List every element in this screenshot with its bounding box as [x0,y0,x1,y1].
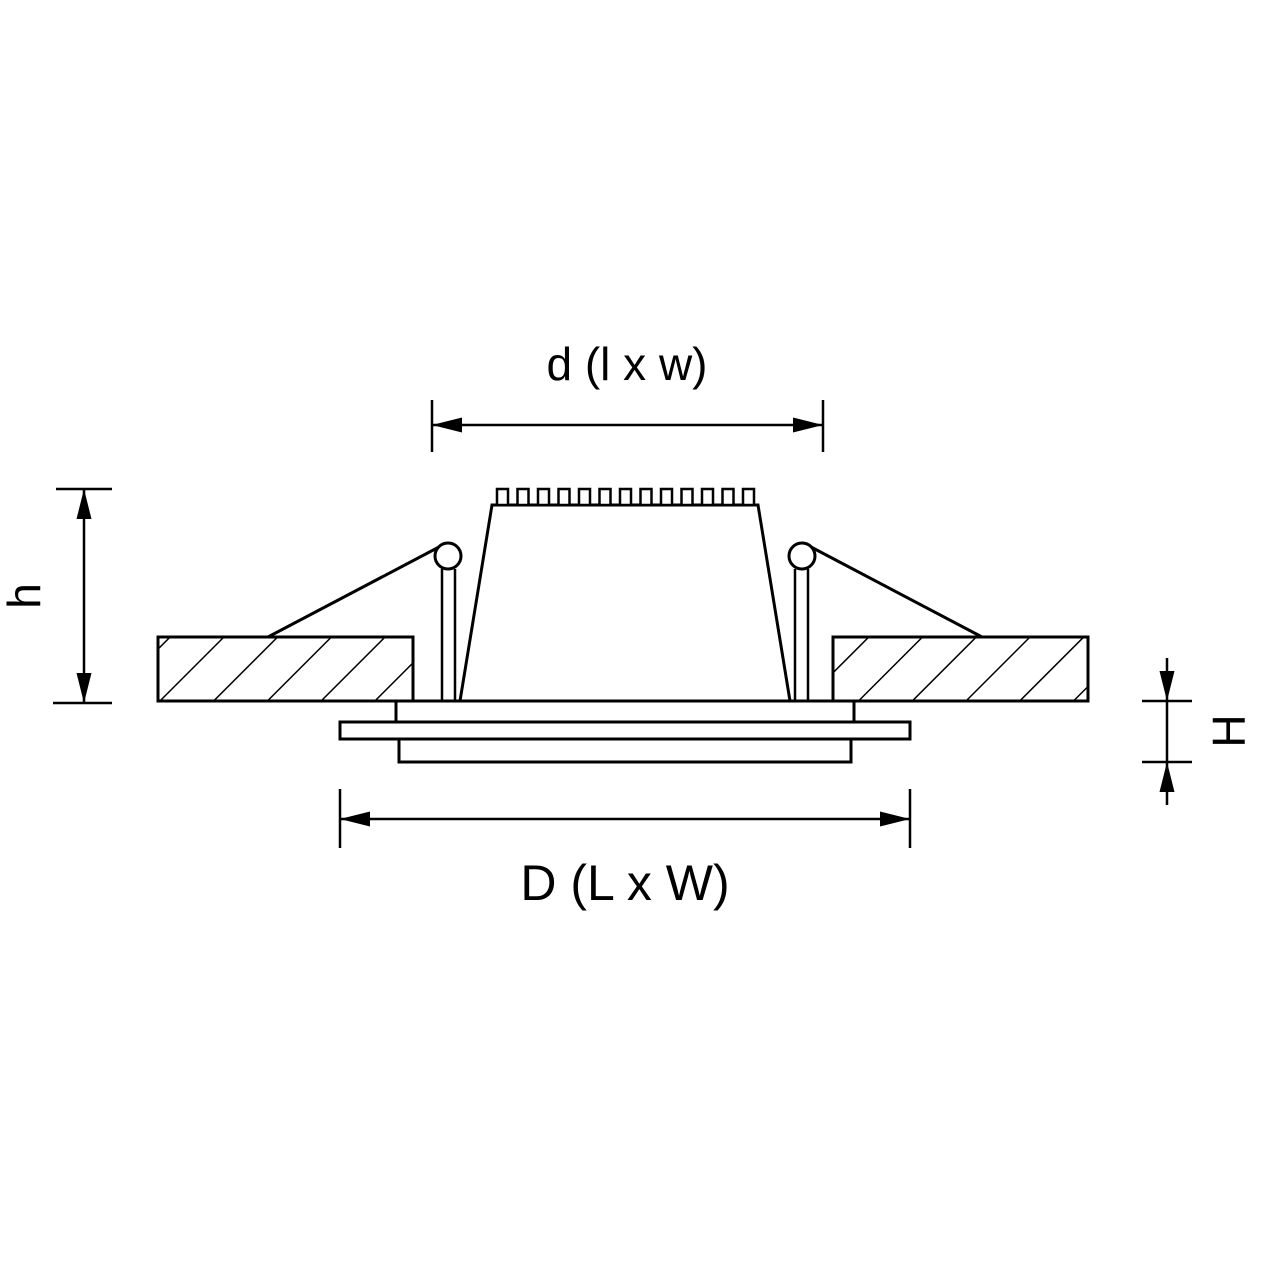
fin [700,487,715,507]
spring-arm-right [810,545,983,639]
fin [536,487,551,507]
dimension-h: h [0,487,112,705]
housing-trapezoid [458,503,792,703]
fin [598,487,612,507]
arrowhead-up [76,489,92,519]
clip-pivot-right [787,541,817,571]
dim-label-D: D (L x W) [520,855,729,911]
arrowhead-down [76,673,92,703]
clip-post-left [440,569,457,701]
fin [639,487,653,507]
spring-arm-left [267,545,440,639]
ceiling-panel-right [831,635,1090,703]
arrowhead-left [340,811,370,827]
fin [577,487,592,507]
clip-pivot-left [433,541,463,571]
ceiling-panel-left [156,635,415,703]
trim-flange [338,699,912,764]
ceiling-hatch-right [831,635,1090,703]
arrowhead-right [793,417,823,433]
fin [557,487,571,507]
flange-plate-wide [338,720,912,741]
fin [516,487,530,507]
fin [495,487,510,507]
dim-label-h: h [0,583,50,609]
dim-label-H: H [1203,714,1255,747]
spring-clip-left [267,541,463,701]
flange-plate-upper [394,699,856,724]
heatsink-fins [495,487,756,507]
arrowhead-right [880,811,910,827]
fin [721,487,735,507]
clip-post-right [793,569,810,701]
fin [659,487,674,507]
arrowhead-left [432,417,462,433]
fin [680,487,694,507]
spring-clip-right [787,541,983,701]
dimension-D: D (L x W) [338,789,912,911]
flange-plate-lower [397,737,853,764]
arrowhead-down [1159,671,1175,701]
dimension-H: H [1142,658,1255,805]
arrowhead-up [1159,762,1175,792]
dimension-d: d (l x w) [430,338,825,452]
fin [618,487,633,507]
ceiling-hatch-left [156,635,415,703]
lamp-body [458,503,792,703]
fin [741,487,756,507]
dim-label-d: d (l x w) [547,338,708,390]
